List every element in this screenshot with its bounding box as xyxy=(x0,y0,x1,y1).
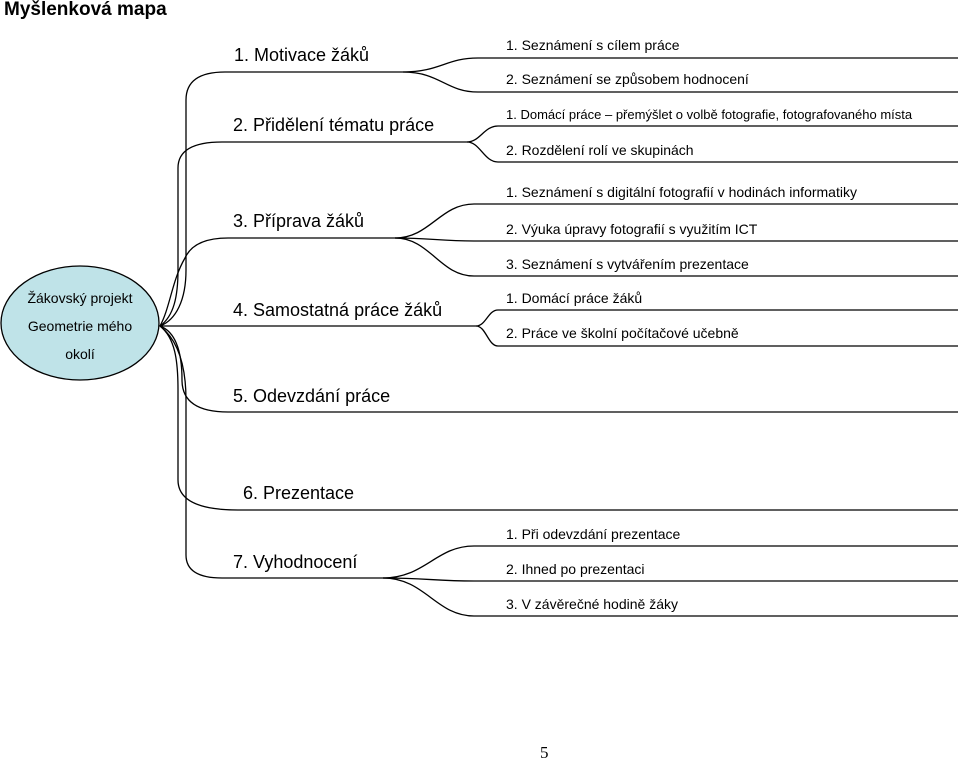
connector-branch-5 xyxy=(159,325,229,413)
sub-label-1-2: 2. Seznámení se způsobem hodnocení xyxy=(506,71,749,87)
sub-label-1-1: 1. Seznámení s cílem práce xyxy=(506,37,680,53)
sub-connector-1-1 xyxy=(402,57,958,73)
sub-connector-3-2 xyxy=(394,237,958,242)
sub-label-7-1: 1. Při odevzdání prezentace xyxy=(506,526,681,542)
sub-connector-7-2 xyxy=(382,577,958,582)
sub-label-3-3: 3. Seznámení s vytvářením prezentace xyxy=(506,256,749,272)
page-title: Myšlenková mapa xyxy=(4,0,167,20)
sub-connector-4-2 xyxy=(475,325,958,347)
branch-label-6: 6. Prezentace xyxy=(243,483,355,503)
branch-label-7: 7. Vyhodnocení xyxy=(233,552,358,572)
sub-connector-2-1 xyxy=(466,125,958,143)
page-number: 5 xyxy=(540,743,549,762)
sub-connector-3-1 xyxy=(394,203,958,239)
sub-connector-3-3 xyxy=(394,237,958,277)
root-node xyxy=(0,265,160,381)
branch-label-4: 4. Samostatná práce žáků xyxy=(233,300,443,320)
connector-branch-6 xyxy=(159,325,239,511)
connector-branch-1 xyxy=(159,71,226,327)
sub-label-4-2: 2. Práce ve školní počítačové učebně xyxy=(506,325,739,341)
root-label-line-2: Geometrie mého xyxy=(27,318,133,334)
sub-label-2-2: 2. Rozdělení rolí ve skupinách xyxy=(506,142,694,158)
sub-label-2-1: 1. Domácí práce – přemýšlet o volbě foto… xyxy=(506,107,913,122)
sub-connector-7-1 xyxy=(382,545,958,579)
connector-branch-3 xyxy=(159,237,229,327)
sub-label-7-3: 3. V závěrečné hodině žáky xyxy=(506,596,678,612)
sub-label-7-2: 2. Ihned po prezentaci xyxy=(506,561,645,577)
connector-branch-2 xyxy=(159,141,223,327)
sub-connector-1-2 xyxy=(402,71,958,93)
branch-label-5: 5. Odevzdání práce xyxy=(233,386,391,406)
sub-connector-7-3 xyxy=(382,577,958,617)
root-label-line-3: okolí xyxy=(65,346,95,362)
sub-label-4-1: 1. Domácí práce žáků xyxy=(506,290,643,306)
sub-connector-4-1 xyxy=(475,309,958,327)
branch-label-3: 3. Příprava žáků xyxy=(233,211,365,231)
branch-label-2: 2. Přidělení tématu práce xyxy=(233,115,435,135)
sub-label-3-1: 1. Seznámení s digitální fotografií v ho… xyxy=(506,184,857,200)
branch-connectors xyxy=(159,71,239,579)
sub-connectors xyxy=(382,57,958,617)
connector-branch-7 xyxy=(159,325,223,579)
root-label-line-1: Žákovský projekt xyxy=(27,290,133,306)
sub-connector-2-2 xyxy=(466,141,958,163)
sub-label-3-2: 2. Výuka úpravy fotografií s využitím IC… xyxy=(506,221,758,237)
branch-underlines xyxy=(222,71,958,579)
branch-label-1: 1. Motivace žáků xyxy=(234,45,370,65)
